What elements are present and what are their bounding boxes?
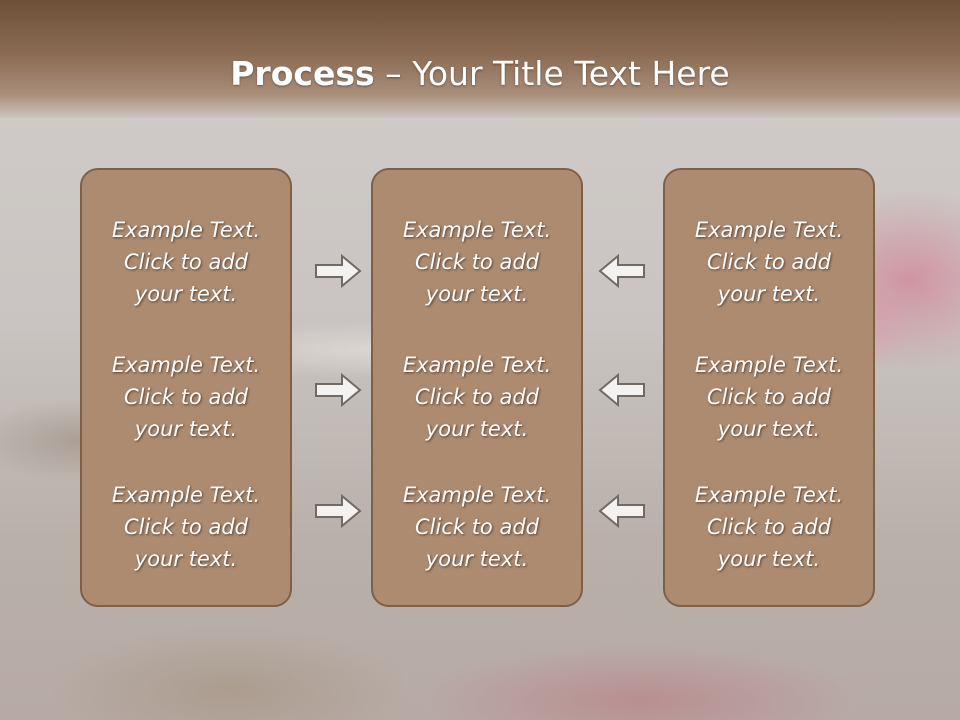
right-arrow-icon xyxy=(315,254,362,288)
title-bold: Process xyxy=(230,54,375,93)
slide-title[interactable]: Process – Your Title Text Here xyxy=(0,52,960,96)
left-arrow-icon xyxy=(598,373,645,407)
text-placeholder[interactable]: Example Text. Click to add your text. xyxy=(111,218,261,306)
process-box-left[interactable]: Example Text. Click to add your text. Ex… xyxy=(80,168,292,607)
text-placeholder[interactable]: Example Text. Click to add your text. xyxy=(402,483,552,571)
process-box-center[interactable]: Example Text. Click to add your text. Ex… xyxy=(371,168,583,607)
text-placeholder[interactable]: Example Text. Click to add your text. xyxy=(694,218,844,306)
text-placeholder[interactable]: Example Text. Click to add your text. xyxy=(402,353,552,441)
left-arrow-icon xyxy=(598,494,645,528)
left-arrow-icon xyxy=(598,254,645,288)
right-arrow-icon xyxy=(315,373,362,407)
text-placeholder[interactable]: Example Text. Click to add your text. xyxy=(111,483,261,571)
text-placeholder[interactable]: Example Text. Click to add your text. xyxy=(694,483,844,571)
right-arrow-icon xyxy=(315,494,362,528)
text-placeholder[interactable]: Example Text. Click to add your text. xyxy=(694,353,844,441)
text-placeholder[interactable]: Example Text. Click to add your text. xyxy=(402,218,552,306)
process-box-right[interactable]: Example Text. Click to add your text. Ex… xyxy=(663,168,875,607)
title-bar xyxy=(0,0,960,118)
text-placeholder[interactable]: Example Text. Click to add your text. xyxy=(111,353,261,441)
title-rest: – Your Title Text Here xyxy=(374,54,730,93)
